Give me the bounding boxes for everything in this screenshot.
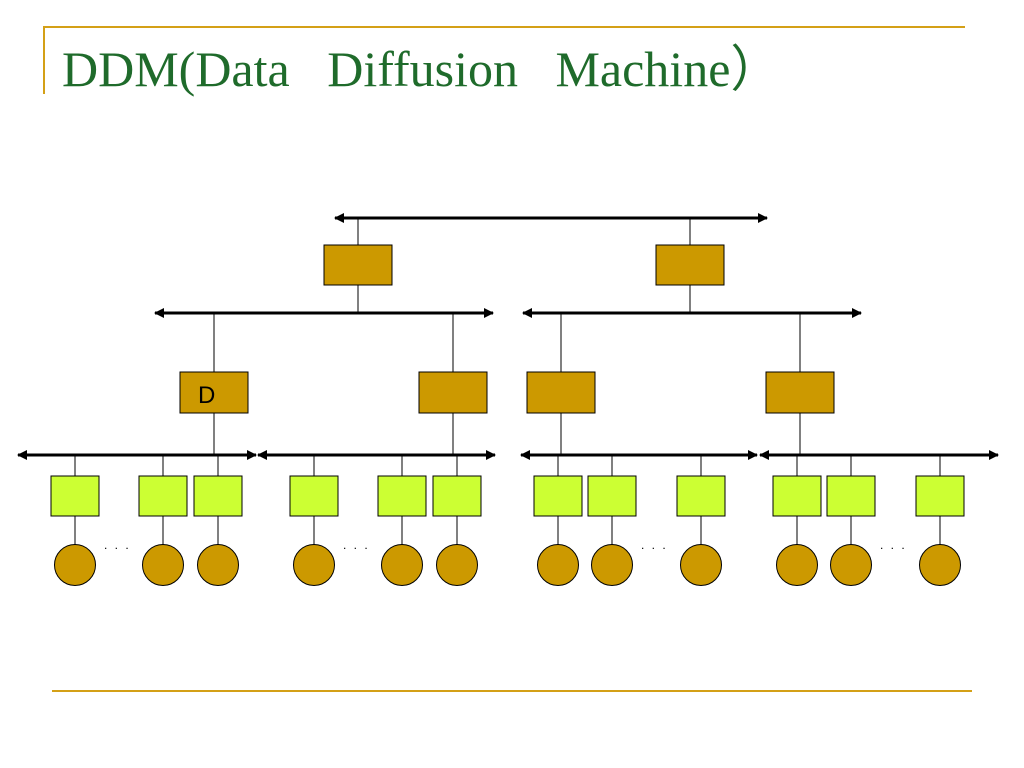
processor-node [676,475,726,517]
directory-node [526,371,596,414]
processor-node [533,475,583,517]
memory-node [197,544,239,586]
decorative-vertical-line [43,26,45,94]
directory-label: D [198,382,215,409]
memory-node [142,544,184,586]
directory-node [179,371,249,414]
memory-node [919,544,961,586]
decorative-bottom-line [52,690,972,692]
slide-title: DDM(Data Diffusion Machine） [62,41,781,97]
processor-node [826,475,876,517]
directory-node [655,244,725,286]
ellipsis-label: . . . [880,538,907,552]
processor-node [377,475,427,517]
memory-node [830,544,872,586]
memory-node [591,544,633,586]
directory-node [323,244,393,286]
memory-node [537,544,579,586]
memory-node [381,544,423,586]
memory-node [436,544,478,586]
memory-node [54,544,96,586]
processor-node [432,475,482,517]
processor-node [50,475,100,517]
directory-node [765,371,835,414]
processor-node [289,475,339,517]
processor-node [587,475,637,517]
ellipsis-label: . . . [104,538,131,552]
memory-node [776,544,818,586]
processor-node [193,475,243,517]
memory-node [293,544,335,586]
memory-node [680,544,722,586]
directory-node [418,371,488,414]
decorative-top-line [43,26,965,28]
ellipsis-label: . . . [343,538,370,552]
ellipsis-label: . . . [641,538,668,552]
processor-node [772,475,822,517]
processor-node [138,475,188,517]
processor-node [915,475,965,517]
